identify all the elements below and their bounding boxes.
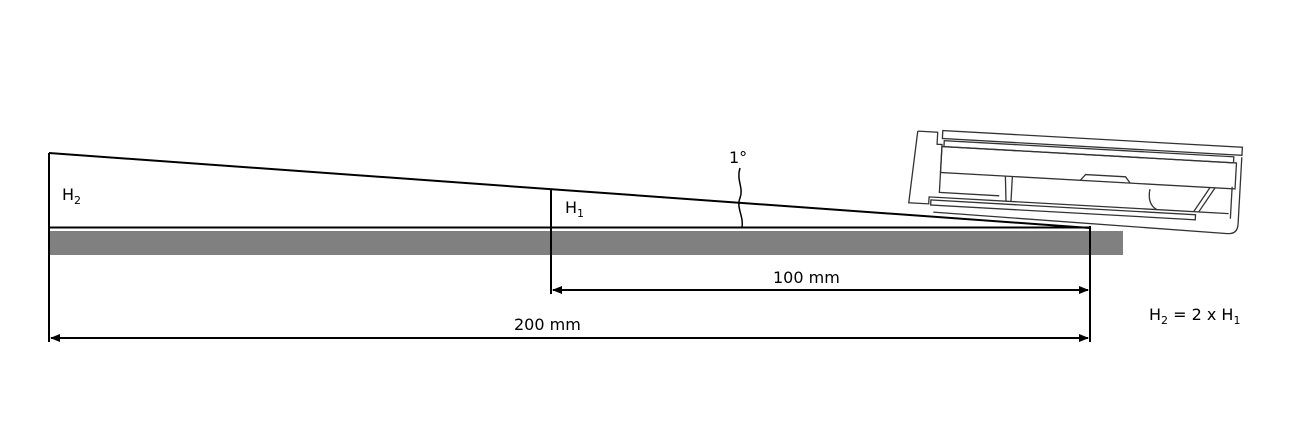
table-surface: [49, 231, 1123, 255]
angle-label: 1°: [729, 148, 747, 167]
dimension-100-label: 100 mm: [773, 268, 840, 287]
formula-label: H2 = 2 x H1: [1149, 305, 1240, 327]
device-illustration: [908, 129, 1244, 235]
h2-label: H2: [62, 185, 81, 207]
h1-label: H1: [565, 198, 584, 220]
angle-marker: [738, 167, 744, 229]
tilt-line: [48, 152, 1091, 229]
dimension-200-label: 200 mm: [514, 315, 581, 334]
